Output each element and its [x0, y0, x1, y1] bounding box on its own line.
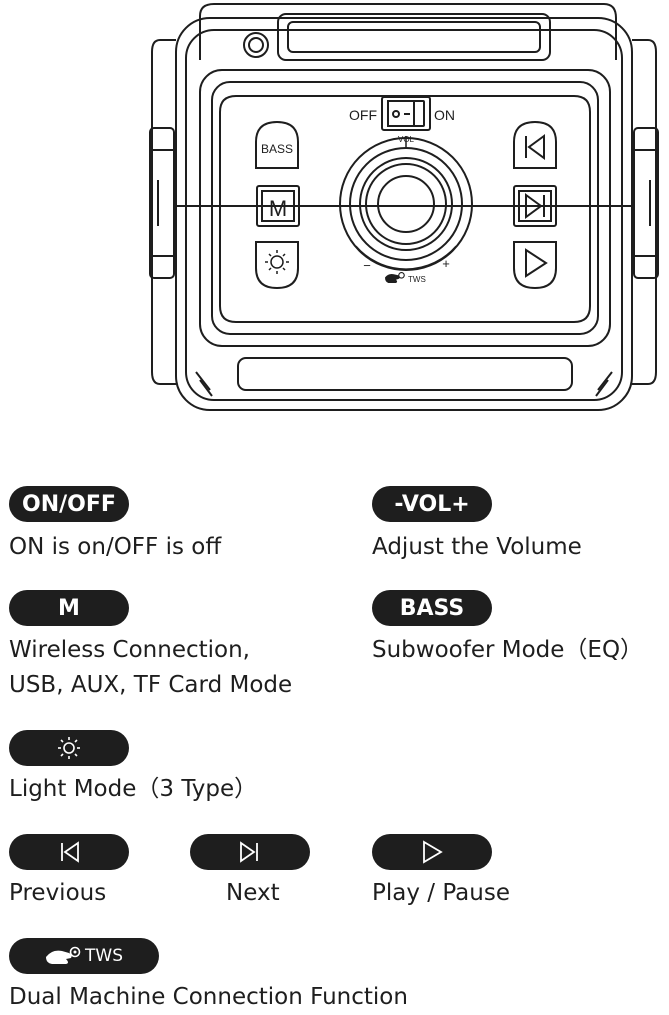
screw-icon [243, 32, 269, 58]
bass-button[interactable] [255, 120, 299, 169]
next-description: Next [226, 880, 280, 906]
light-sun-icon [58, 737, 80, 759]
previous-description: Previous [9, 880, 107, 906]
onoff-description: ON is on/OFF is off [9, 534, 222, 560]
bass-badge-label: BASS [399, 595, 465, 621]
bass-badge: BASS [372, 590, 492, 626]
play-badge [372, 834, 492, 870]
mode-button[interactable] [256, 185, 300, 227]
switch-off-label: OFF [349, 107, 377, 123]
mode-badge: M [9, 590, 129, 626]
play-button[interactable] [513, 241, 557, 290]
tws-hand-icon [46, 946, 81, 964]
tws-description: Dual Machine Connection Function [9, 984, 408, 1010]
play-icon [525, 248, 548, 278]
bass-description: Subwoofer Mode（EQ） [372, 637, 644, 663]
previous-badge [9, 834, 129, 870]
vol-badge-label: -VOL+ [394, 491, 470, 517]
next-badge [190, 834, 310, 870]
previous-button[interactable] [513, 120, 557, 169]
previous-track-icon [525, 134, 545, 160]
next-track-icon [525, 193, 545, 219]
switch-on-label: ON [434, 107, 455, 123]
vol-description: Adjust the Volume [372, 534, 582, 560]
bass-button-label: BASS [261, 142, 293, 156]
mode-badge-label: M [58, 595, 80, 621]
volume-plus-label: + [442, 256, 450, 271]
tws-label: TWS [408, 275, 426, 284]
mode-description-line2: USB, AUX, TF Card Mode [9, 672, 293, 698]
previous-track-icon [61, 841, 79, 863]
speaker-diagram: OFF ON VOL − + TWS BASS M [149, 3, 659, 411]
onoff-badge-label: ON/OFF [22, 491, 116, 517]
next-button[interactable] [513, 185, 557, 227]
play-description: Play / Pause [372, 880, 510, 906]
side-panel-right [632, 39, 659, 385]
volume-minus-label: − [363, 258, 371, 273]
power-switch[interactable] [381, 96, 431, 131]
speaker-body [175, 3, 633, 411]
carry-handle [277, 13, 551, 61]
next-track-icon [240, 841, 258, 863]
light-button[interactable] [255, 241, 299, 290]
tws-badge: TWS [9, 938, 159, 974]
vol-badge: -VOL+ [372, 486, 492, 522]
mode-button-label: M [269, 196, 287, 221]
light-description: Light Mode（3 Type） [9, 776, 258, 802]
side-panel-left [149, 39, 176, 385]
play-icon [423, 840, 443, 864]
light-sun-icon [265, 250, 289, 274]
mode-description-line1: Wireless Connection, [9, 637, 250, 663]
volume-knob[interactable] [339, 136, 473, 271]
light-badge [9, 730, 129, 766]
tws-badge-label: TWS [85, 946, 123, 966]
onoff-badge: ON/OFF [9, 486, 129, 522]
tws-hand-icon [385, 272, 405, 283]
